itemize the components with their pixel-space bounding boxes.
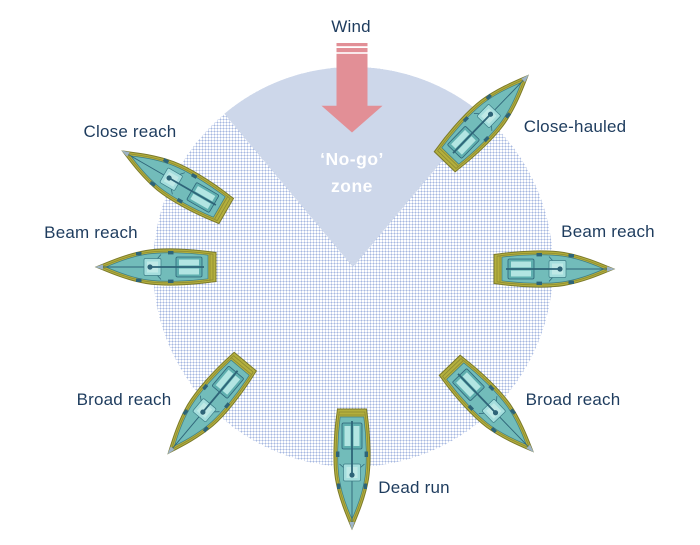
wind-label: Wind	[331, 17, 371, 36]
broad-reach-right-label: Broad reach	[525, 390, 621, 409]
boat-beam-reach-right	[493, 250, 616, 288]
no-go-zone-label-line2: zone	[331, 176, 373, 196]
wind-arrow	[321, 43, 383, 133]
no-go-zone-label: ‘No-go’ zone	[320, 146, 384, 200]
boat-close-reach	[111, 133, 237, 228]
beam-reach-left-label: Beam reach	[44, 223, 138, 242]
no-go-zone-wedge	[224, 66, 482, 268]
wind-arrow-head	[321, 105, 383, 133]
close-hauled-label: Close-hauled	[523, 117, 627, 136]
no-go-zone-label-line1: ‘No-go’	[320, 149, 384, 169]
boat-dead-run	[333, 408, 371, 531]
close-reach-label: Close reach	[83, 122, 177, 141]
broad-reach-left-label: Broad reach	[76, 390, 172, 409]
dead-run-label: Dead run	[378, 478, 450, 497]
beam-reach-right-label: Beam reach	[561, 222, 655, 241]
wind-arrow-shaft	[336, 53, 368, 107]
boat-beam-reach-left	[94, 248, 217, 286]
wind-arrow-bar-2	[336, 48, 368, 53]
wind-arrow-bar-1	[336, 43, 368, 47]
